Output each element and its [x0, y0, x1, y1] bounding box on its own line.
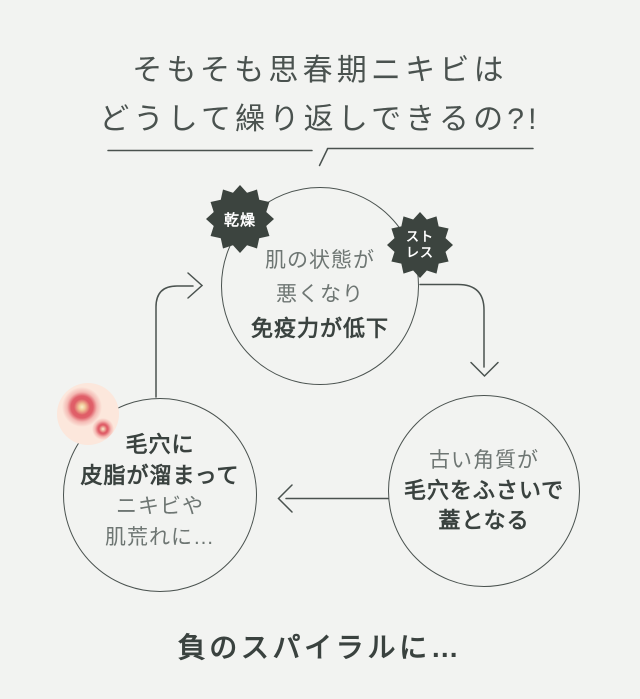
acne-illustration-icon: [57, 383, 119, 445]
cycle-circle-sebum-buildup: 毛穴に 皮脂が溜まって ニキビや 肌荒れに…: [63, 398, 257, 592]
arrow-top-to-right: [419, 283, 485, 368]
title-underline-slash: [318, 148, 329, 167]
circle-skin-condition-line-3: 免疫力が低下: [250, 316, 389, 341]
page-title-line-2: どうして繰り返しできるの?!: [99, 103, 541, 136]
page-title: そもそも思春期ニキビは どうして繰り返しできるの?!: [0, 46, 640, 144]
circle-skin-condition-line-2: 悪くなり: [276, 283, 364, 306]
circle-keratin-plug-line-3: 蓋となる: [438, 508, 530, 533]
circle-keratin-plug-line-2: 毛穴をふさいで: [403, 478, 565, 503]
circle-keratin-plug-line-1: 古い角質が: [429, 449, 539, 472]
circle-sebum-buildup-line-3: ニキビや: [116, 495, 204, 518]
circle-sebum-buildup-line-2: 皮脂が溜まって: [80, 463, 240, 488]
circle-keratin-plug-text: 古い角質が 毛穴をふさいで 蓋となる: [389, 446, 579, 536]
stress-badge-label-line-2: レス: [405, 245, 434, 260]
arrow-top-to-right-head-icon: [470, 361, 499, 378]
circle-sebum-buildup-line-1: 毛穴に: [125, 432, 195, 457]
circle-sebum-buildup-text: 毛穴に 皮脂が溜まって ニキビや 肌荒れに…: [64, 429, 256, 553]
arrow-right-to-left-head-icon: [277, 484, 293, 513]
cycle-circle-skin-condition: 肌の状態が 悪くなり 免疫力が低下: [221, 187, 419, 385]
arrow-left-to-top: [155, 285, 194, 398]
page-title-line-1: そもそも思春期ニキビは: [132, 54, 508, 87]
stress-badge-label-line-1: スト: [405, 229, 434, 244]
dryness-badge-label: 乾燥: [223, 211, 256, 229]
circle-skin-condition-text: 肌の状態が 悪くなり 免疫力が低下: [222, 244, 418, 346]
cycle-circle-keratin-plug: 古い角質が 毛穴をふさいで 蓋となる: [388, 395, 580, 587]
footer-caption: 負のスパイラルに…: [177, 632, 463, 663]
arrow-left-to-top-head-icon: [187, 272, 204, 299]
circle-skin-condition-line-1: 肌の状態が: [265, 249, 375, 272]
circle-sebum-buildup-line-4: 肌荒れに…: [105, 526, 215, 549]
